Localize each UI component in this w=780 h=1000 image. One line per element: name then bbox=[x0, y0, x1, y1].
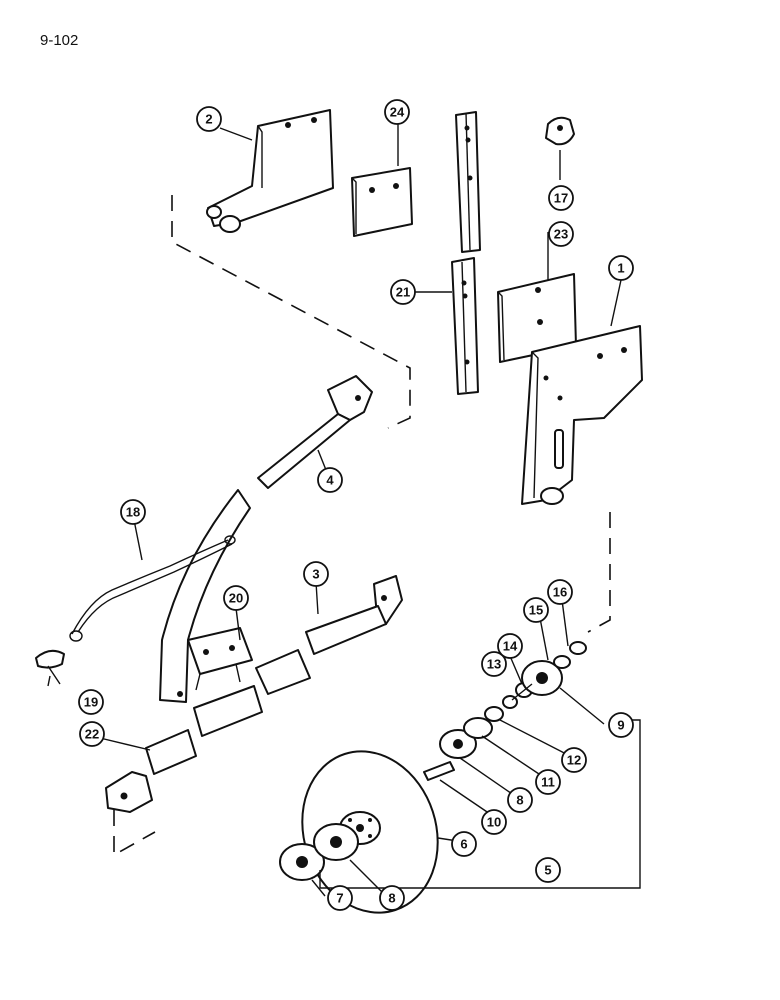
callout-22-label: 22 bbox=[85, 727, 99, 742]
callout-16: 16 bbox=[547, 579, 573, 605]
bearing-stack bbox=[423, 641, 587, 781]
callout-6: 6 bbox=[451, 831, 477, 857]
callout-5-label: 5 bbox=[544, 863, 551, 878]
callout-11-label: 11 bbox=[541, 775, 555, 790]
callout-14: 14 bbox=[497, 633, 523, 659]
shim-plate-24 bbox=[351, 167, 413, 237]
callout-13: 13 bbox=[481, 651, 507, 677]
callout-15: 15 bbox=[523, 597, 549, 623]
callout-8b: 8 bbox=[507, 787, 533, 813]
clevis-19 bbox=[35, 649, 65, 685]
callout-5: 5 bbox=[535, 857, 561, 883]
callout-17-label: 17 bbox=[554, 191, 568, 206]
callout-8a-label: 8 bbox=[388, 891, 395, 906]
callout-10-label: 10 bbox=[487, 815, 501, 830]
right-bracket-plate bbox=[521, 325, 643, 505]
callout-4-label: 4 bbox=[326, 473, 334, 488]
callout-14-label: 14 bbox=[503, 639, 518, 654]
chain-18 bbox=[69, 535, 236, 642]
callout-3-label: 3 bbox=[312, 567, 319, 582]
dashed-outline-lower bbox=[113, 512, 611, 857]
callout-7: 7 bbox=[327, 885, 353, 911]
callout-12-label: 12 bbox=[567, 753, 581, 768]
callout-19: 19 bbox=[78, 689, 104, 715]
callout-15-label: 15 bbox=[529, 603, 543, 618]
callout-24-label: 24 bbox=[390, 105, 405, 120]
leader-lines bbox=[47, 120, 622, 897]
callout-13-label: 13 bbox=[487, 657, 501, 672]
callout-20: 20 bbox=[223, 585, 249, 611]
callout-8a: 8 bbox=[379, 885, 405, 911]
flange-plates-7-8 bbox=[279, 823, 359, 881]
page-number: 9-102 bbox=[40, 32, 79, 49]
callout-22: 22 bbox=[79, 721, 105, 747]
group-bracket-5 bbox=[319, 719, 641, 889]
cap-17 bbox=[545, 116, 575, 180]
callout-18: 18 bbox=[120, 499, 146, 525]
callout-21: 21 bbox=[390, 279, 416, 305]
callout-10: 10 bbox=[481, 809, 507, 835]
callout-24: 24 bbox=[384, 99, 410, 125]
callout-12: 12 bbox=[561, 747, 587, 773]
left-bracket-plate bbox=[206, 109, 334, 233]
callout-1-label: 1 bbox=[617, 261, 624, 276]
callout-17: 17 bbox=[548, 185, 574, 211]
callout-8b-label: 8 bbox=[516, 793, 523, 808]
disc-6 bbox=[301, 750, 439, 914]
callout-1: 1 bbox=[608, 255, 634, 281]
callout-9-label: 9 bbox=[617, 718, 624, 733]
callout-20-label: 20 bbox=[229, 591, 243, 606]
callout-21-label: 21 bbox=[396, 285, 410, 300]
dashed-outline-upper bbox=[171, 195, 411, 429]
lower-bar-22 bbox=[105, 685, 263, 813]
callout-7-label: 7 bbox=[336, 891, 343, 906]
bar-segment-3 bbox=[255, 575, 403, 695]
callout-2-label: 2 bbox=[205, 112, 212, 127]
callout-11: 11 bbox=[535, 769, 561, 795]
vertical-channel-21 bbox=[451, 111, 481, 395]
mount-bracket-20 bbox=[187, 627, 253, 691]
callout-2: 2 bbox=[196, 106, 222, 132]
callout-18-label: 18 bbox=[126, 505, 140, 520]
callout-23-label: 23 bbox=[554, 227, 568, 242]
callout-9: 9 bbox=[608, 712, 634, 738]
callout-6-label: 6 bbox=[460, 837, 467, 852]
callout-3: 3 bbox=[303, 561, 329, 587]
callout-19-label: 19 bbox=[84, 695, 98, 710]
callout-16-label: 16 bbox=[553, 585, 567, 600]
callout-4: 4 bbox=[317, 467, 343, 493]
callout-23: 23 bbox=[548, 221, 574, 247]
